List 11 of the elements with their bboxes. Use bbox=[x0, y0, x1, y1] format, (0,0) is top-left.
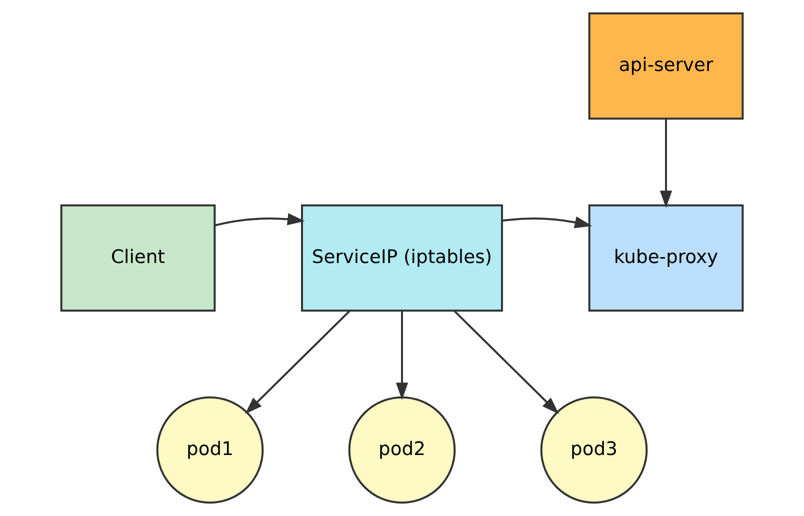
node-box: kube-proxy bbox=[588, 204, 744, 312]
arrow bbox=[660, 119, 672, 208]
node-box: api-server bbox=[588, 12, 744, 120]
arrow bbox=[396, 311, 408, 400]
arrow bbox=[214, 213, 305, 226]
arrow bbox=[245, 310, 350, 414]
arrow bbox=[502, 216, 592, 228]
arrow bbox=[454, 310, 559, 414]
node-box: ServiceIP (iptables) bbox=[301, 204, 503, 312]
node-box: Client bbox=[60, 204, 216, 312]
node-circle: pod2 bbox=[348, 396, 456, 504]
